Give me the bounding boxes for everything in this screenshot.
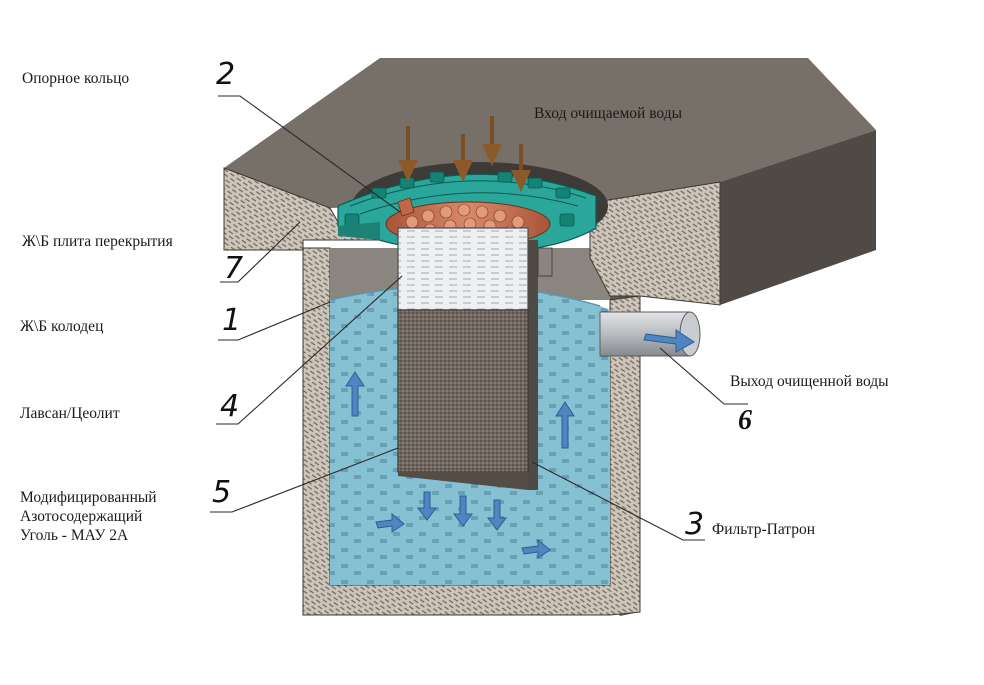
- label-inlet: Вход очищаемой воды: [534, 105, 683, 122]
- outlet-pipe: [599, 311, 701, 357]
- label-coal-line1: Модифицированный: [20, 489, 157, 506]
- right-arrow: [375, 512, 405, 533]
- callout-5: 5: [212, 475, 232, 510]
- callout-1: 1: [222, 303, 242, 338]
- label-coal-line2: Азотосодержащий: [20, 508, 143, 525]
- inlet-arrow-head: [398, 160, 418, 182]
- label-support-ring: Опорное кольцо: [22, 70, 130, 87]
- callout-6: 6: [738, 405, 752, 436]
- callout-3: 3: [685, 507, 705, 542]
- callout-2: 2: [216, 57, 236, 92]
- leader-lines: [210, 95, 748, 541]
- label-modified-coal: Модифицированный Азотосодержащий Уголь -…: [20, 488, 157, 545]
- outlet-arrow: [643, 329, 695, 353]
- up-arrow: [555, 401, 575, 449]
- down-arrow: [487, 499, 507, 531]
- up-arrow: [345, 371, 365, 417]
- coal-layer: [397, 309, 529, 473]
- filter-cartridge: [397, 227, 553, 490]
- down-arrow: [417, 491, 437, 521]
- label-coal-line3: Уголь - МАУ 2А: [20, 527, 129, 544]
- inlet-arrow-head: [482, 144, 502, 166]
- label-well: Ж\Б колодец: [20, 318, 104, 335]
- inlet-arrow-head: [511, 170, 531, 192]
- label-outlet: Выход очищенной воды: [730, 373, 889, 390]
- label-lavsan-zeolite: Лавсан/Цеолит: [20, 405, 120, 422]
- flow-arrows: [345, 329, 695, 559]
- down-arrow: [453, 495, 473, 527]
- right-arrow: [521, 538, 551, 559]
- label-cartridge: Фильтр-Патрон: [712, 521, 816, 538]
- callout-7: 7: [224, 251, 244, 286]
- label-slab: Ж\Б плита перекрытия: [22, 233, 173, 250]
- inlet-arrows: [398, 116, 531, 192]
- inlet-arrow-head: [453, 160, 473, 182]
- callout-4: 4: [220, 389, 240, 424]
- lavsan-zeolite-layer: [397, 227, 529, 311]
